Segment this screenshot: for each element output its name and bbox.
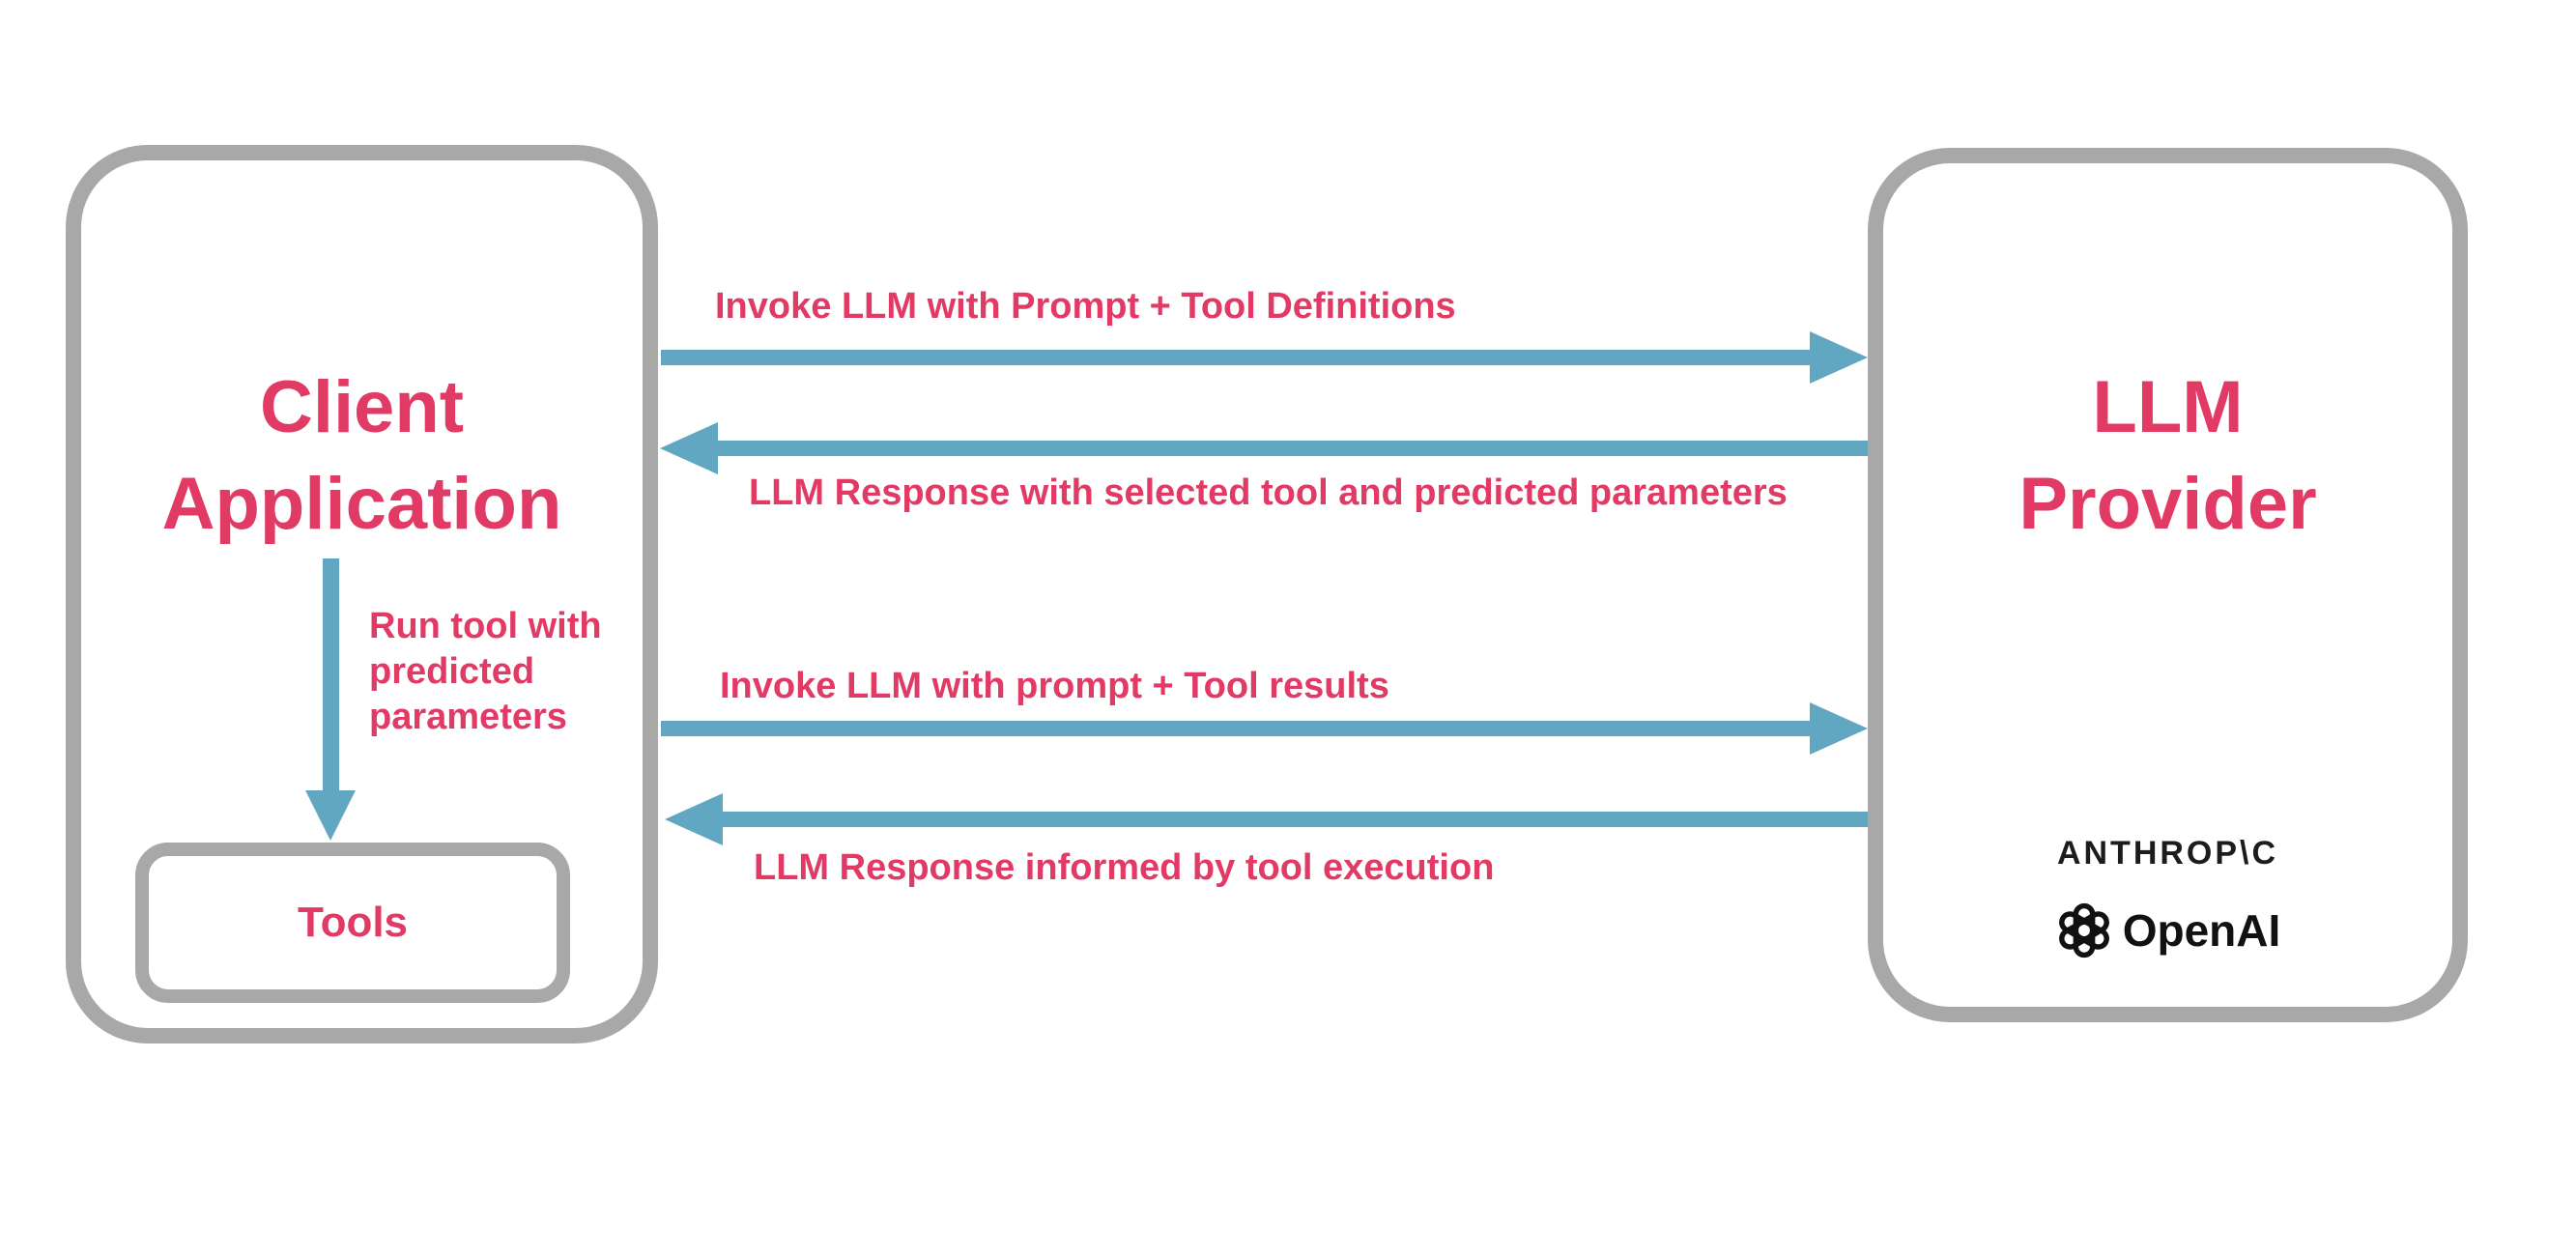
tools-box: Tools [135, 843, 570, 1003]
openai-logo: OpenAI [1868, 899, 2468, 962]
anthropic-logo: ANTHROP\C [2056, 835, 2279, 872]
arrow-invoke-with-definitions-head [1810, 331, 1868, 384]
arrow-invoke-with-definitions-body [661, 350, 1810, 365]
arrow-response-selected-tool-head [660, 422, 718, 474]
openai-wordmark: OpenAI [2122, 905, 2281, 956]
arrow-response-informed-head [665, 793, 723, 845]
label-invoke-with-definitions: Invoke LLM with Prompt + Tool Definition… [715, 286, 1456, 327]
label-run-tool: Run tool with predicted parameters [369, 606, 602, 737]
arrow-response-selected-tool-body [713, 441, 1868, 456]
tools-label: Tools [297, 899, 409, 946]
arrow-run-tool-body [323, 558, 339, 792]
label-response-informed: LLM Response informed by tool execution [754, 847, 1495, 888]
arrow-invoke-with-results-head [1810, 702, 1868, 755]
arrow-invoke-with-results-body [661, 721, 1810, 736]
llm-provider-title: LLM Provider [2018, 366, 2317, 545]
client-application-title: Client Application [161, 366, 562, 545]
llm-provider-box [1868, 148, 2468, 1022]
label-response-selected-tool: LLM Response with selected tool and pred… [749, 472, 1788, 513]
openai-icon [2058, 902, 2109, 958]
arrow-run-tool-head [305, 790, 356, 841]
arrow-response-informed-body [718, 812, 1868, 827]
label-invoke-with-results: Invoke LLM with prompt + Tool results [720, 666, 1389, 706]
